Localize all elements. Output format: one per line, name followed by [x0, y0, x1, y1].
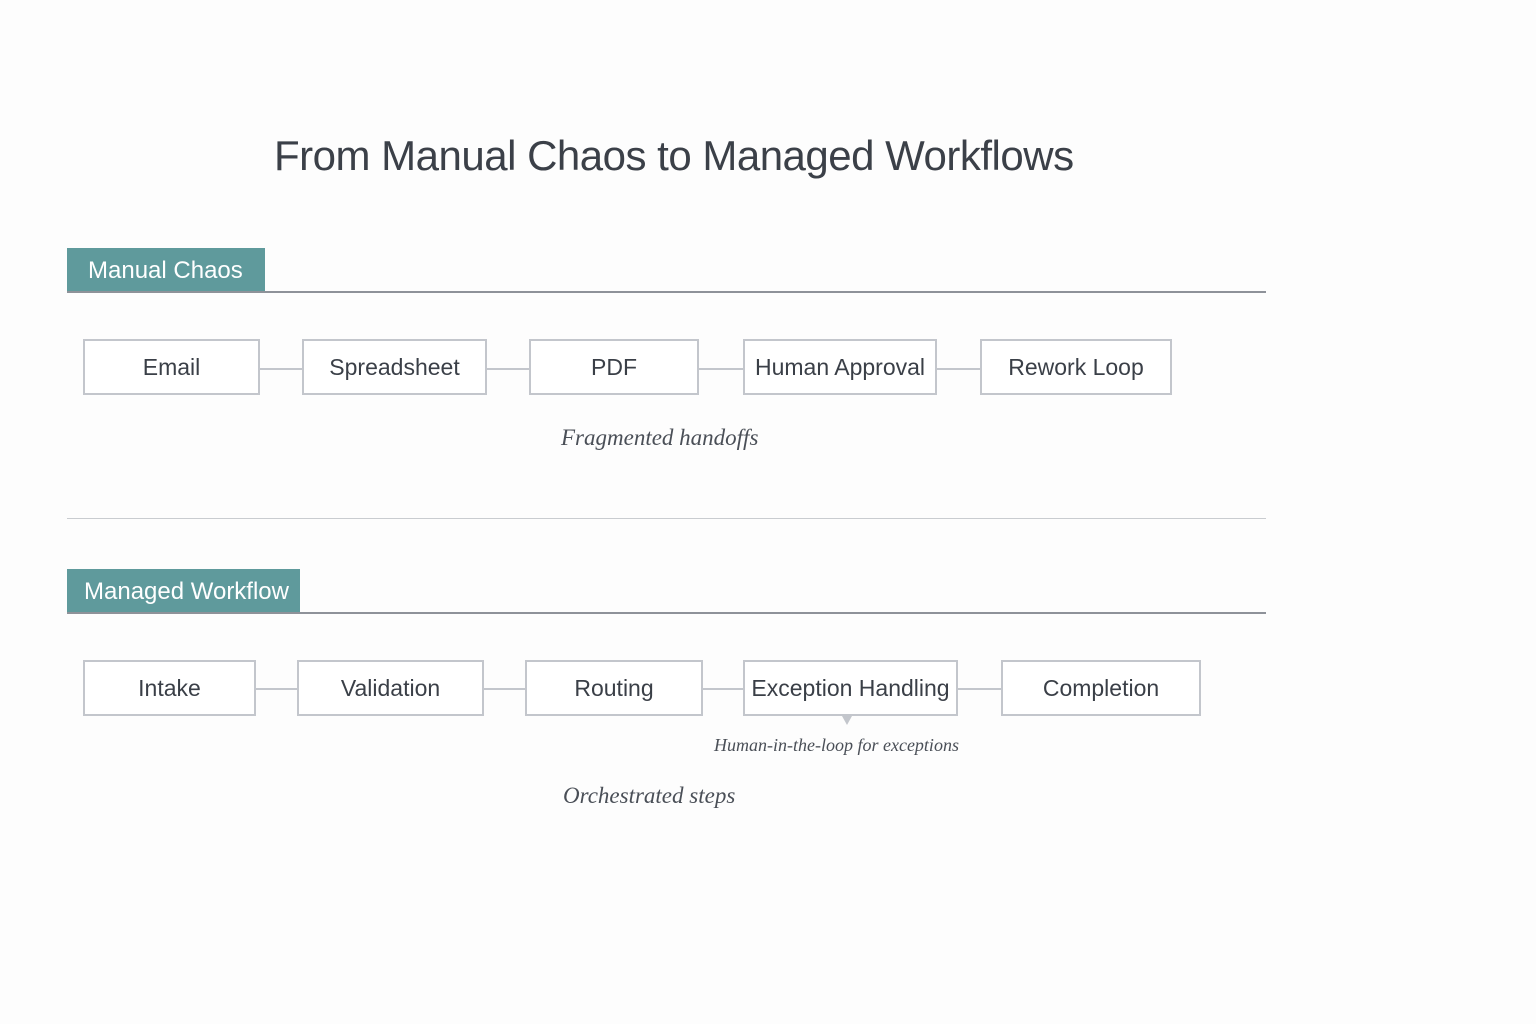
manual-chaos-rule	[67, 291, 1266, 293]
step-validation: Validation	[297, 660, 484, 716]
managed-workflow-header: Managed Workflow	[67, 569, 300, 614]
connector	[703, 688, 745, 690]
connector	[937, 368, 981, 370]
step-spreadsheet: Spreadsheet	[302, 339, 487, 395]
step-intake: Intake	[83, 660, 256, 716]
connector	[487, 368, 530, 370]
exception-note: Human-in-the-loop for exceptions	[714, 735, 959, 755]
connector	[484, 688, 526, 690]
connector	[699, 368, 744, 370]
connector	[958, 688, 1002, 690]
step-routing: Routing	[525, 660, 703, 716]
step-pdf: PDF	[529, 339, 699, 395]
managed-caption: Orchestrated steps	[563, 783, 736, 808]
step-exception-handling: Exception Handling	[743, 660, 958, 716]
step-completion: Completion	[1001, 660, 1201, 716]
exception-pointer	[842, 716, 852, 725]
page-title: From Manual Chaos to Managed Workflows	[274, 132, 1074, 180]
section-divider	[67, 518, 1266, 519]
step-human-approval: Human Approval	[743, 339, 937, 395]
manual-caption: Fragmented handoffs	[561, 425, 759, 450]
step-email: Email	[83, 339, 260, 395]
connector	[260, 368, 303, 370]
managed-workflow-rule	[67, 612, 1266, 614]
manual-chaos-header: Manual Chaos	[67, 248, 265, 293]
step-rework-loop: Rework Loop	[980, 339, 1172, 395]
connector	[256, 688, 299, 690]
